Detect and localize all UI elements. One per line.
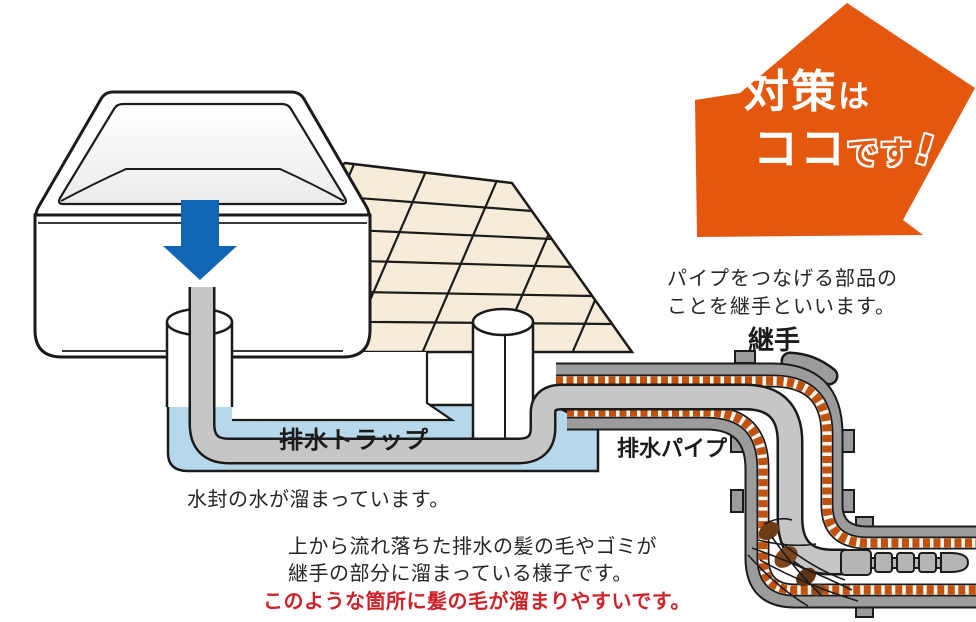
trap-label: 排水トラップ [279, 426, 429, 454]
bathtub-interior [57, 102, 348, 206]
drain-pipe-lower-wall [567, 415, 976, 609]
hair-debris [747, 517, 859, 607]
joint-note-line1: パイプをつなげる部品の [667, 266, 898, 290]
pipe-hatch-lining [556, 374, 976, 597]
water-flow-arrow-icon [163, 200, 237, 280]
water-seal-note: 水封の水が溜まっています。 [187, 487, 450, 511]
bathtub [33, 90, 372, 359]
debris-note-line1: 上から流れ落ちた排水の髪の毛やゴミが [288, 534, 657, 558]
trap-pipe [188, 287, 846, 576]
flexible-drain-hose [840, 549, 970, 576]
debris-note-line2: 継手の部分に溜まっている様子です。 [288, 561, 633, 585]
callout-taisaku: 対策 [744, 65, 839, 118]
joint-collar [780, 351, 839, 386]
warning-text: このような箇所に髪の毛が溜まりやすいです。 [263, 589, 691, 613]
callout-koko: ココ [753, 122, 848, 175]
debris-note: 上から流れ落ちた排水の髪の毛やゴミが 継手の部分に溜まっている様子です。 [288, 533, 657, 587]
pipe-label: 排水パイプ [617, 437, 728, 462]
drain-pipe [556, 350, 976, 618]
callout-desu: です [847, 136, 914, 172]
callout-wa: は [838, 79, 872, 115]
drain-pipe-upper-wall [556, 362, 976, 541]
joint-note-line2: ことを継手といいます。 [667, 294, 896, 318]
trap-inner-wall [232, 352, 452, 420]
callout-text-line1: 対策は [744, 55, 871, 120]
callout-text-line2: ココです! [753, 112, 941, 177]
standpipe-center [471, 307, 535, 451]
joint-label: 継手 [748, 326, 801, 356]
callout-arrow-icon [695, 3, 975, 237]
joint-note: パイプをつなげる部品の ことを継手といいます。 [667, 264, 898, 320]
